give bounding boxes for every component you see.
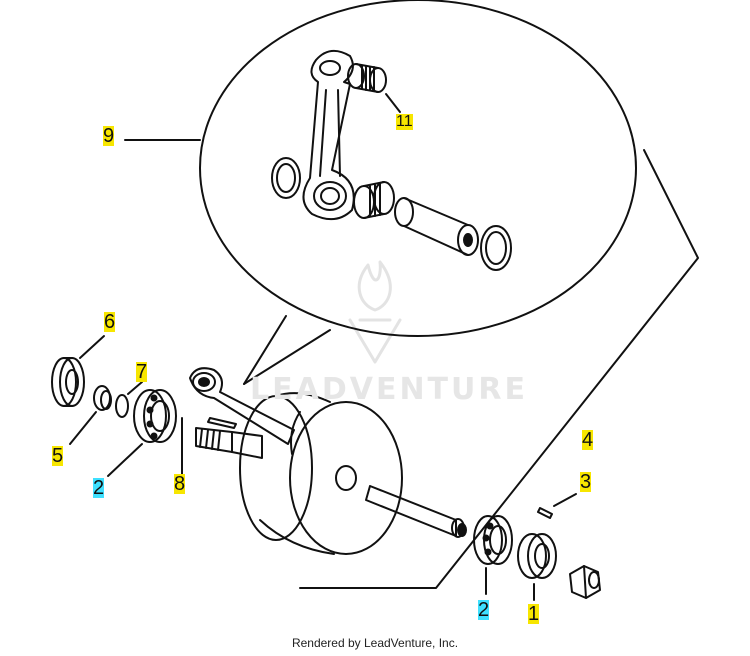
small-end-needle-bearing xyxy=(347,63,387,93)
callout-3: 3 xyxy=(580,471,592,493)
callout-4: 4 xyxy=(582,429,594,451)
callout-7: 7 xyxy=(136,361,148,383)
callout-2-left-label: 2 xyxy=(93,477,105,499)
callout-1: 1 xyxy=(528,603,540,625)
callout-6: 6 xyxy=(104,311,116,333)
thrust-washer-left-hole xyxy=(276,163,296,193)
callout-11-label: 11 xyxy=(396,113,413,130)
callout-2-left: 2 xyxy=(93,477,105,499)
thrust-washer-right xyxy=(480,225,512,271)
footer-credit: Rendered by LeadVenture, Inc. xyxy=(291,636,459,650)
detail-magnifier-circle xyxy=(199,0,637,337)
callout-4-label: 4 xyxy=(582,429,594,451)
hex-nut xyxy=(569,565,601,599)
leader-line-3 xyxy=(553,493,577,507)
main-bearing-right xyxy=(473,515,513,565)
oil-seal-right xyxy=(517,533,557,579)
crankshaft-assembly xyxy=(189,367,467,555)
callout-7-label: 7 xyxy=(136,361,148,383)
callout-5-label: 5 xyxy=(52,445,64,467)
callout-11: 11 xyxy=(396,114,413,130)
callout-2-right: 2 xyxy=(478,599,490,621)
crank-pin xyxy=(394,197,479,256)
callout-2-right-label: 2 xyxy=(478,599,490,621)
big-end-needle-bearing xyxy=(353,181,395,219)
magnifier-leader-line xyxy=(243,315,287,385)
callout-8-label: 8 xyxy=(174,473,186,495)
leader-bracket-4 xyxy=(299,149,699,589)
leader-line-6 xyxy=(79,335,105,359)
leader-line-5 xyxy=(69,411,97,445)
woodruff-key-right xyxy=(537,507,553,519)
callout-6-label: 6 xyxy=(104,311,116,333)
connecting-rod-detail xyxy=(302,49,355,221)
leader-line-11 xyxy=(385,93,401,113)
callout-5: 5 xyxy=(52,445,64,467)
watermark-text: LEADVENTURE xyxy=(250,372,528,407)
thrust-washer-left xyxy=(271,157,301,199)
magnifier-leader-line xyxy=(243,329,331,385)
o-ring xyxy=(115,394,129,418)
callout-3-label: 3 xyxy=(580,471,592,493)
main-bearing-left xyxy=(133,389,177,443)
watermark-logo-icon xyxy=(348,260,402,364)
thrust-washer-right-hole xyxy=(485,231,507,265)
spacer-ring-inner xyxy=(100,390,112,410)
callout-9-label: 9 xyxy=(103,125,115,147)
woodruff-key-left xyxy=(207,417,237,429)
callout-1-label: 1 xyxy=(528,603,540,625)
oil-seal-left xyxy=(51,357,85,407)
leader-line-7 xyxy=(127,381,143,395)
callout-9: 9 xyxy=(103,125,115,147)
leader-line-2-left xyxy=(107,443,143,477)
callout-8: 8 xyxy=(174,473,186,495)
